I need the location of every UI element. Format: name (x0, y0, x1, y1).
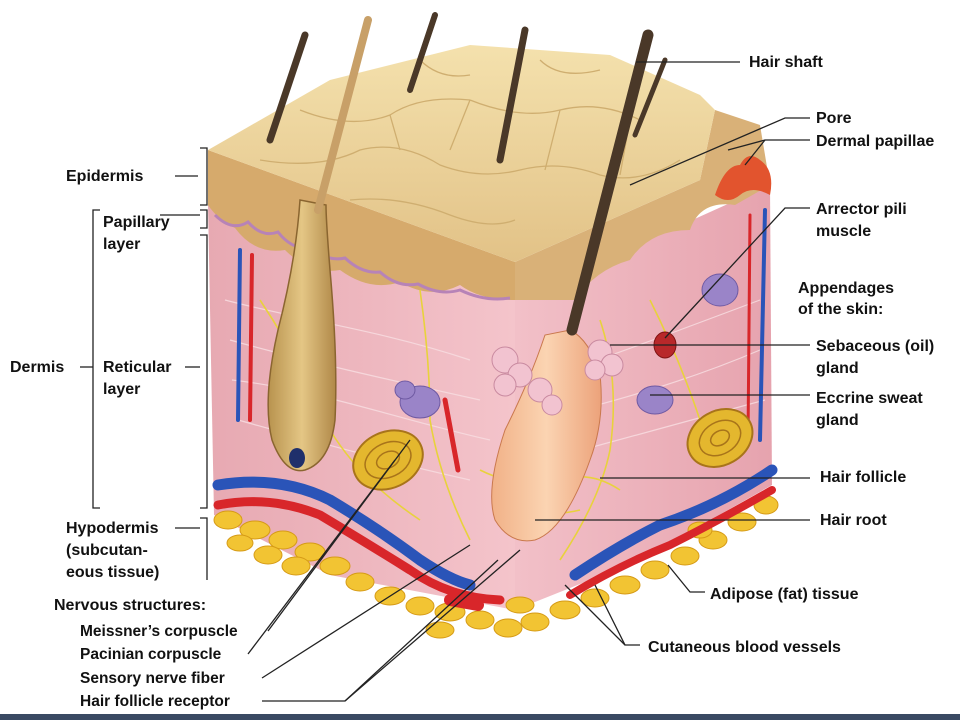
blood-vessels (212, 208, 778, 611)
label-arrector-pili-2: muscle (816, 223, 872, 240)
label-hair-root: Hair root (820, 512, 887, 529)
label-appendages-2: of the skin: (798, 301, 884, 318)
surface-cells (259, 59, 681, 225)
leader-lines (80, 61, 810, 702)
label-sebaceous-1: Sebaceous (oil) (816, 338, 935, 355)
epidermis-right-band (515, 110, 770, 300)
label-papillary-2: layer (103, 236, 141, 253)
label-papillary-1: Papillary (103, 214, 170, 231)
pacinian-corpuscles (352, 408, 754, 491)
label-hair-follicle: Hair follicle (820, 469, 907, 486)
label-epidermis: Epidermis (66, 168, 144, 185)
fat-layer (213, 495, 779, 639)
epidermis-left-band (208, 150, 515, 300)
label-blood-vessels: Cutaneous blood vessels (648, 639, 841, 656)
label-reticular-2: layer (103, 381, 141, 398)
label-meissner: Meissner’s corpuscle (80, 623, 238, 640)
label-dermis: Dermis (10, 359, 65, 376)
label-hair-follicle-receptor: Hair follicle receptor (80, 693, 230, 710)
bottom-bar (0, 714, 960, 720)
label-hypodermis-3: eous tissue) (66, 564, 160, 581)
hair-bulb-papilla (289, 448, 305, 468)
label-pacinian: Pacinian corpuscle (80, 646, 222, 663)
label-arrector-pili-1: Arrector pili (816, 201, 907, 218)
label-pore: Pore (816, 110, 852, 127)
label-adipose: Adipose (fat) tissue (710, 586, 859, 603)
left-hair-follicle (267, 199, 337, 472)
label-appendages-1: Appendages (798, 280, 895, 297)
label-hypodermis-2: (subcutan- (66, 542, 148, 559)
label-hair-shaft: Hair shaft (749, 54, 823, 71)
label-eccrine-1: Eccrine sweat (816, 390, 923, 407)
hair-shafts (266, 12, 668, 336)
label-eccrine-2: gland (816, 412, 859, 429)
label-nervous-structures: Nervous structures: (54, 597, 207, 614)
label-hypodermis-1: Hypodermis (66, 520, 159, 537)
label-sebaceous-2: gland (816, 360, 859, 377)
sweat-glands (394, 273, 739, 419)
label-reticular-1: Reticular (103, 359, 172, 376)
sebaceous-glands (491, 339, 624, 416)
papillary-wave (213, 213, 511, 301)
label-sensory-nerve: Sensory nerve fiber (80, 670, 225, 687)
epidermis-top-surface (208, 45, 715, 262)
label-dermal-papillae: Dermal papillae (816, 133, 935, 150)
dermal-papillae-edge (715, 156, 772, 200)
